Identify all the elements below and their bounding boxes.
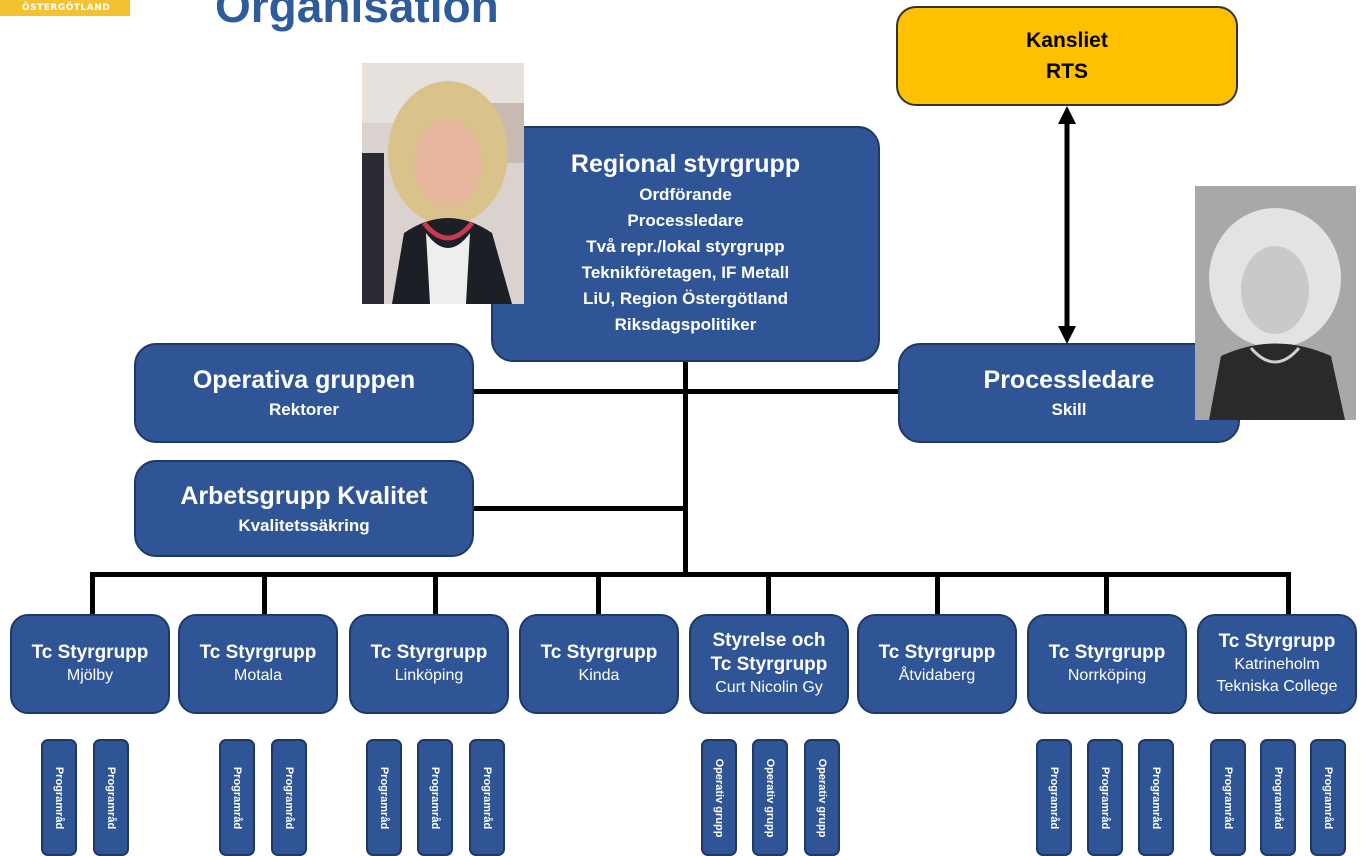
logo-text: ÖSTERGÖTLAND [22, 3, 111, 13]
programrad-label: Programråd [481, 766, 493, 829]
programrad-label: Programråd [1272, 766, 1284, 829]
tc-box-linkoping: Tc Styrgrupp Linköping [349, 614, 509, 714]
tc-box-motala: Tc Styrgrupp Motala [178, 614, 338, 714]
operativ-grupp-label: Operativ grupp [713, 758, 725, 837]
regional-line: Två repr./lokal styrgrupp [586, 237, 785, 256]
programrad-box: Programråd [1310, 739, 1346, 856]
regional-line: LiU, Region Östergötland [583, 289, 788, 308]
tc-connector-3 [433, 572, 438, 614]
tc-connector-1 [90, 572, 95, 614]
tc-box-norrkoping: Tc Styrgrupp Norrköping [1027, 614, 1187, 714]
regional-styrgrupp-box: Regional styrgrupp Ordförande Processled… [491, 126, 880, 362]
operativ-grupp-box: Operativ grupp [752, 739, 788, 856]
operativ-grupp-label: Operativ grupp [764, 758, 776, 837]
tc-title: Styrelse och [712, 630, 826, 651]
tc-connector-5 [766, 572, 771, 614]
processledare-box: Processledare Skill [898, 343, 1240, 443]
programrad-box: Programråd [366, 739, 402, 856]
chairperson-photo [362, 63, 524, 304]
tc-connector-8 [1286, 572, 1291, 614]
tc-box-kinda: Tc Styrgrupp Kinda [519, 614, 679, 714]
tc-title: Tc Styrgrupp [540, 642, 658, 663]
tc-title: Tc Styrgrupp [31, 642, 149, 663]
programrad-label: Programråd [283, 766, 295, 829]
double-arrow [1058, 106, 1076, 344]
tc-connector-7 [1104, 572, 1109, 614]
regional-line: Riksdagspolitiker [614, 315, 757, 334]
tc-title: Tc Styrgrupp [1218, 631, 1336, 652]
kansliet-title: Kansliet [1026, 29, 1108, 52]
upper-horizontal-line [474, 389, 898, 394]
kansliet-box: Kansliet RTS [896, 6, 1238, 106]
programrad-box: Programråd [1138, 739, 1174, 856]
kansliet-subtitle: RTS [1046, 60, 1088, 83]
arbetsgrupp-connector-line [474, 506, 685, 511]
arbetsgrupp-kvalitet-box: Arbetsgrupp Kvalitet Kvalitetssäkring [134, 460, 474, 557]
page-title: Organisation [215, 0, 499, 32]
operativa-title: Operativa gruppen [192, 366, 416, 394]
tc-box-mjolby: Tc Styrgrupp Mjölby [10, 614, 170, 714]
programrad-label: Programråd [1099, 766, 1111, 829]
programrad-box: Programråd [271, 739, 307, 856]
operativ-grupp-label: Operativ grupp [816, 758, 828, 837]
tc-title-2: Tc Styrgrupp [710, 654, 828, 675]
processledare-subtitle: Skill [1051, 400, 1087, 419]
operativ-grupp-box: Operativ grupp [701, 739, 737, 856]
operativa-gruppen-box: Operativa gruppen Rektorer [134, 343, 474, 443]
tc-title: Tc Styrgrupp [370, 642, 488, 663]
programrad-label: Programråd [105, 766, 117, 829]
programrad-box: Programråd [1210, 739, 1246, 856]
programrad-box: Programråd [1260, 739, 1296, 856]
bottom-horizontal-line [90, 572, 1291, 577]
tc-subtitle: Norrköping [1067, 667, 1147, 684]
tc-box-curt-nicolin: Styrelse och Tc Styrgrupp Curt Nicolin G… [689, 614, 849, 714]
programrad-box: Programråd [41, 739, 77, 856]
tc-subtitle: Katrineholm [1234, 656, 1320, 673]
programrad-box: Programråd [1087, 739, 1123, 856]
processledare-title: Processledare [983, 366, 1155, 394]
tc-box-atvidaberg: Tc Styrgrupp Åtvidaberg [857, 614, 1017, 714]
tc-title: Tc Styrgrupp [1048, 642, 1166, 663]
tc-title: Tc Styrgrupp [878, 642, 996, 663]
programrad-label: Programråd [231, 766, 243, 829]
regional-line: Ordförande [639, 185, 732, 204]
tc-subtitle: Motala [233, 667, 283, 684]
arbetsgrupp-subtitle: Kvalitetssäkring [238, 515, 370, 535]
programrad-box: Programråd [219, 739, 255, 856]
tc-subtitle: Curt Nicolin Gy [715, 679, 823, 696]
tc-connector-6 [935, 572, 940, 614]
tc-connector-4 [596, 572, 601, 614]
programrad-label: Programråd [1322, 766, 1334, 829]
regional-title: Regional styrgrupp [570, 150, 801, 178]
tc-box-katrineholm: Tc Styrgrupp Katrineholm Tekniska Colleg… [1197, 614, 1357, 714]
programrad-label: Programråd [1222, 766, 1234, 829]
programrad-box: Programråd [469, 739, 505, 856]
programrad-box: Programråd [417, 739, 453, 856]
tc-subtitle: Kinda [578, 667, 620, 684]
operativ-grupp-box: Operativ grupp [804, 739, 840, 856]
tc-subtitle: Åtvidaberg [898, 667, 976, 684]
programrad-label: Programråd [429, 766, 441, 829]
tc-title: Tc Styrgrupp [199, 642, 317, 663]
operativa-subtitle: Rektorer [269, 400, 339, 419]
tc-connector-2 [262, 572, 267, 614]
main-vertical-line [683, 362, 688, 576]
programrad-label: Programråd [1150, 766, 1162, 829]
programrad-label: Programråd [53, 766, 65, 829]
programrad-label: Programråd [378, 766, 390, 829]
programrad-box: Programråd [1036, 739, 1072, 856]
process-leader-photo [1195, 186, 1356, 420]
programrad-box: Programråd [93, 739, 129, 856]
regional-line: Processledare [627, 211, 744, 230]
logo: ÖSTERGÖTLAND [0, 0, 130, 16]
programrad-label: Programråd [1048, 766, 1060, 829]
regional-line: Teknikföretagen, IF Metall [581, 263, 790, 282]
tc-subtitle-2: Tekniska College [1216, 678, 1338, 695]
arbetsgrupp-title: Arbetsgrupp Kvalitet [180, 481, 428, 510]
tc-subtitle: Mjölby [66, 667, 114, 684]
tc-subtitle: Linköping [394, 667, 464, 684]
